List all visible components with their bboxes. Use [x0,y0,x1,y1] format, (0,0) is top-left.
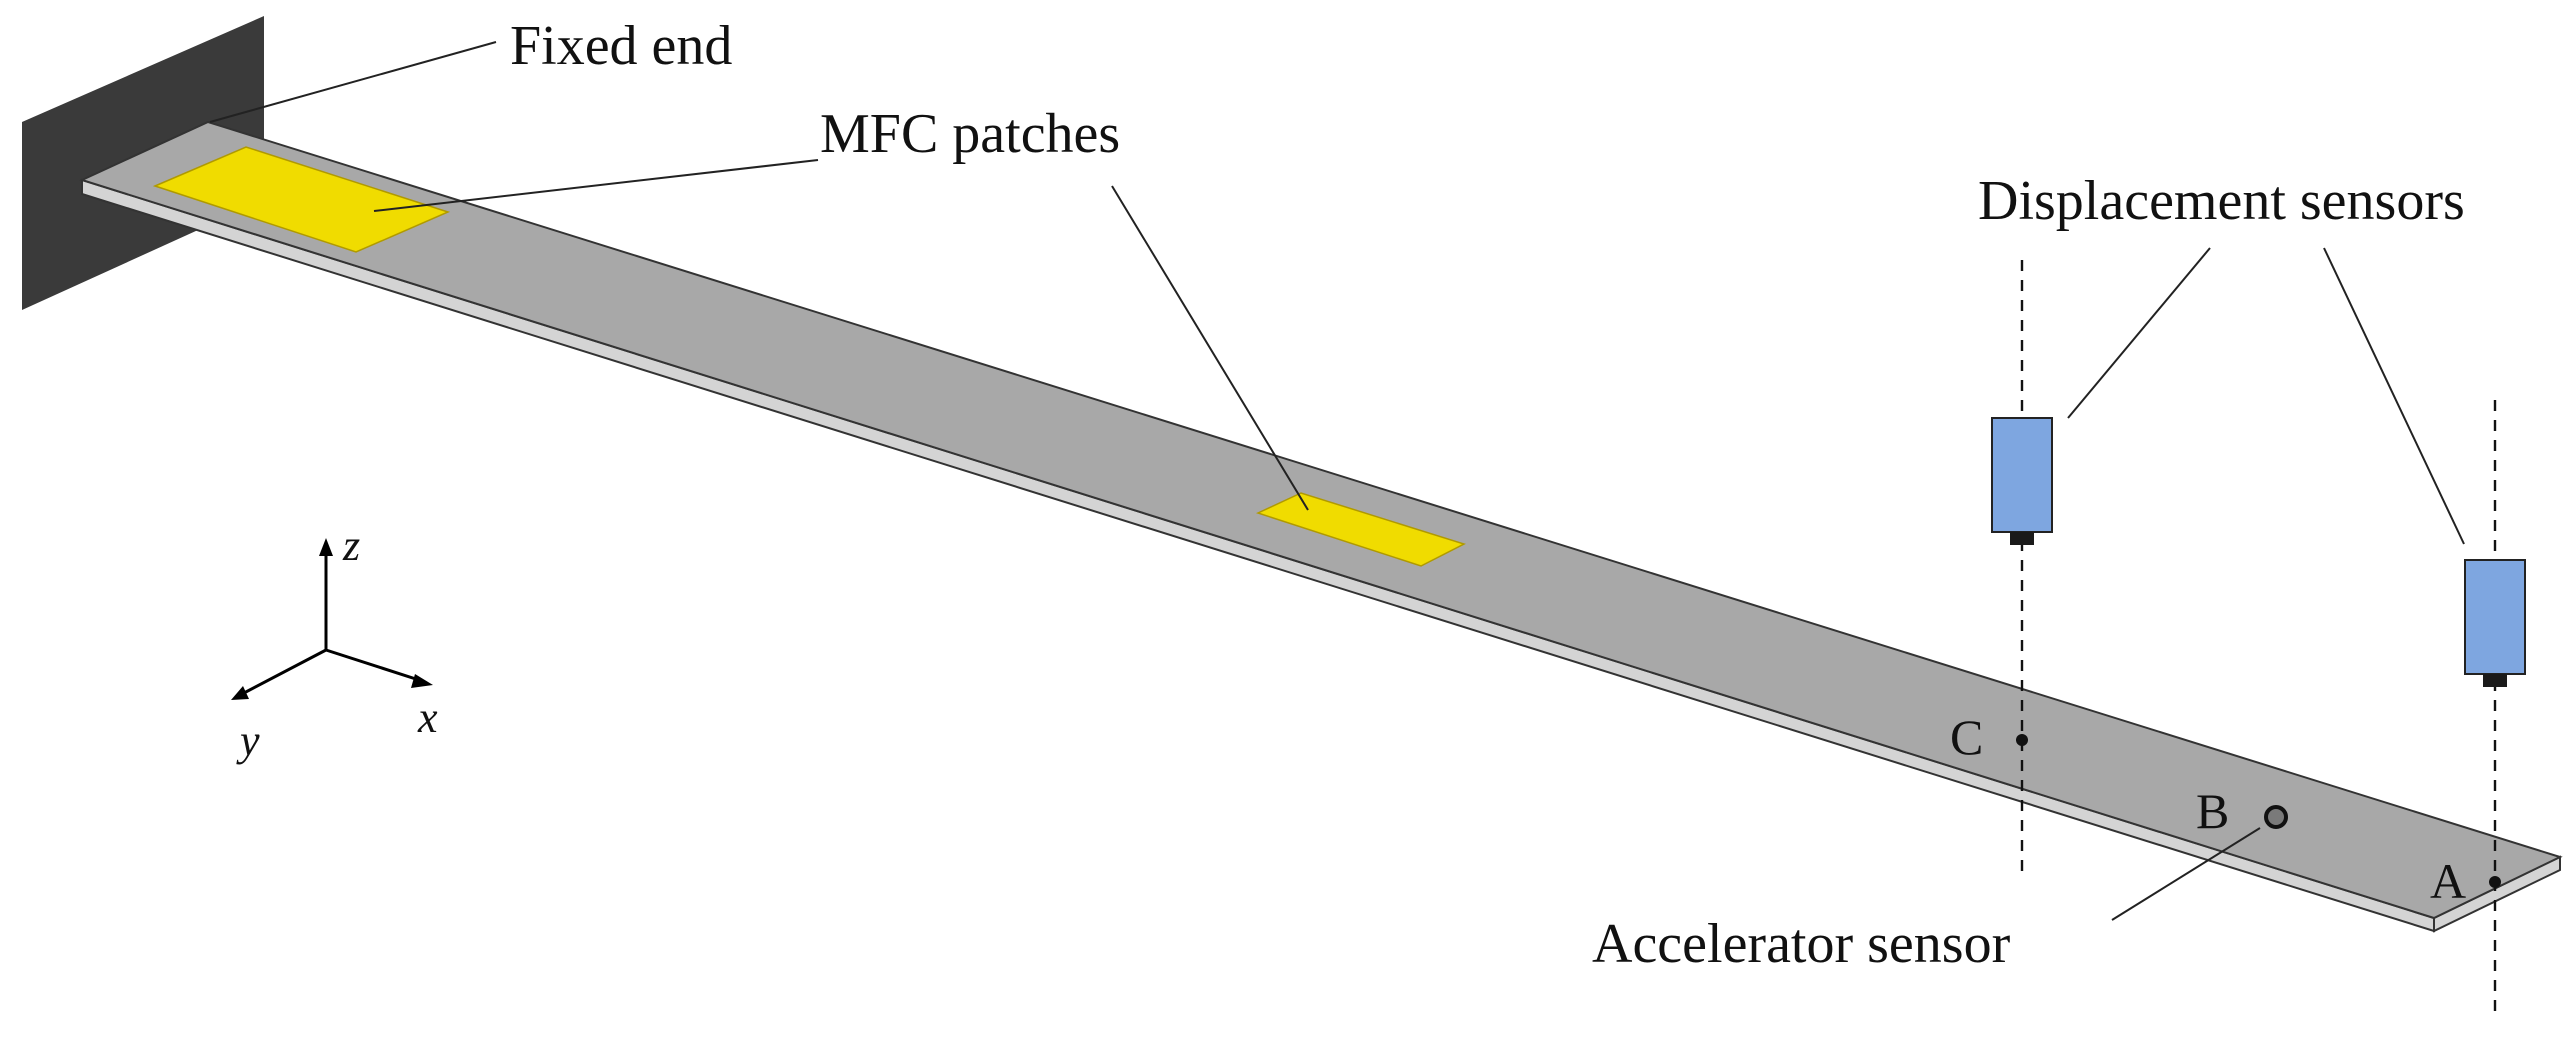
axis-label-y: y [236,716,260,765]
callout-mfc-root [373,159,819,212]
displacement-sensor-2 [2464,559,2526,675]
label-displacement-sensors: Displacement sensors [1978,170,2465,232]
callout-mfc-middle [1111,185,1309,511]
point-c-marker [2016,734,2028,746]
axis-label-x: x [417,693,438,742]
beam-side-face [81,178,2435,933]
label-point-c: C [1950,709,1983,765]
coordinate-axes [231,538,433,700]
label-point-a: A [2430,853,2466,909]
accelerometer-marker [2264,805,2288,829]
mfc-patch-middle [1255,492,1466,567]
label-mfc-patches: MFC patches [820,103,1120,165]
axis-label-z: z [342,521,360,570]
label-point-b: B [2196,783,2229,839]
displacement-sensor-1 [1991,417,2053,533]
callout-sensor-2 [2323,247,2465,545]
mfc-patch-root [152,146,451,253]
displacement-sensor-2-tip [2483,674,2507,687]
point-a-marker [2489,876,2501,888]
callout-fixed-end [209,41,497,123]
displacement-sensor-1-tip [2010,532,2034,545]
callout-sensor-1 [2067,247,2211,419]
callout-accelerator [2111,827,2261,921]
label-fixed-end: Fixed end [510,15,732,77]
label-accelerator-sensor: Accelerator sensor [1592,913,2011,975]
